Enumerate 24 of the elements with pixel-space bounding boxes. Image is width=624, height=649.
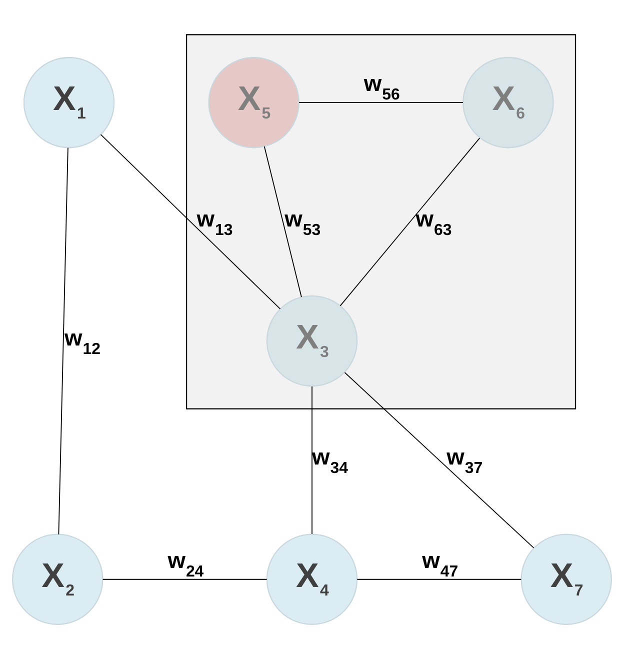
edge-label: w$_{53}$ — [284, 204, 321, 238]
node-circle: X$_{7}$ — [520, 533, 612, 624]
edge-label: w$_{47}$ — [422, 546, 458, 580]
edge-label: w$_{63}$ — [416, 204, 452, 238]
connector — [298, 102, 464, 103]
cluster — [186, 34, 576, 409]
connector — [340, 137, 480, 306]
connector — [58, 146, 68, 534]
connector — [344, 372, 534, 548]
connector — [102, 578, 268, 580]
node-circle: X$_{5}$ — [208, 56, 300, 148]
node-circle: X$_{2}$ — [12, 533, 104, 624]
connector — [264, 146, 302, 297]
connector — [100, 134, 281, 309]
node-circle: X$_{3}$ — [266, 294, 358, 386]
edge-label: w$_{13}$ — [196, 204, 233, 238]
connector — [356, 578, 522, 580]
node-circle: X$_{6}$ — [462, 56, 554, 148]
edge-label: w$_{37}$ — [446, 443, 483, 477]
edge-label: w$_{24}$ — [168, 546, 204, 580]
node-circle: X$_{1}$ — [23, 56, 115, 148]
node-circle: X$_{4}$ — [266, 533, 358, 624]
edge-label: w$_{56}$ — [364, 70, 400, 104]
edge-label: w$_{12}$ — [64, 324, 100, 358]
